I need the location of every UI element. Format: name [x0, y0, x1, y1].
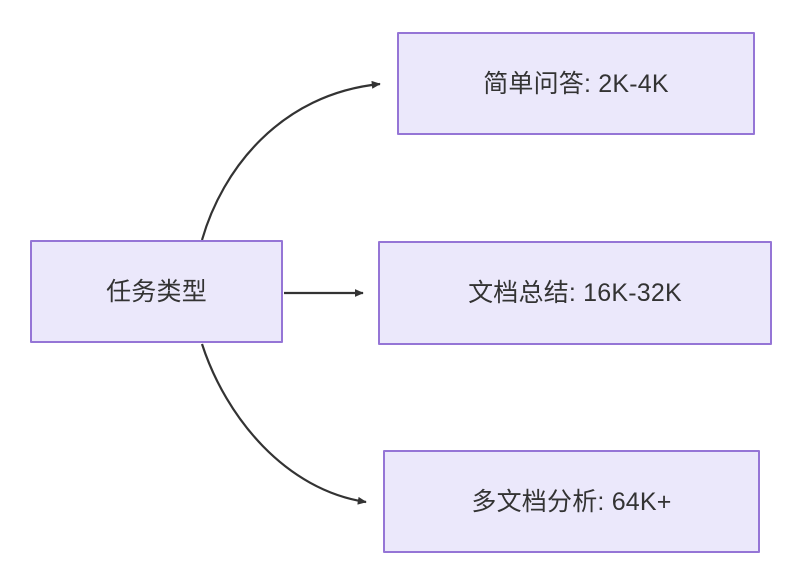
edge-task-type-to-simple-qa — [200, 80, 381, 241]
edge-task-type-to-multi-doc — [200, 343, 367, 505]
node-task-type-label: 任务类型 — [106, 277, 207, 306]
node-doc-summary-label: 文档总结: 16K-32K — [468, 279, 682, 307]
node-doc-summary[interactable]: 文档总结: 16K-32K — [378, 241, 772, 345]
node-simple-qa-label: 简单问答: 2K-4K — [483, 69, 669, 98]
node-simple-qa[interactable]: 简单问答: 2K-4K — [397, 32, 755, 135]
node-multi-doc[interactable]: 多文档分析: 64K+ — [383, 450, 760, 553]
node-multi-doc-label: 多文档分析: 64K+ — [471, 487, 672, 516]
node-task-type[interactable]: 任务类型 — [30, 240, 283, 343]
